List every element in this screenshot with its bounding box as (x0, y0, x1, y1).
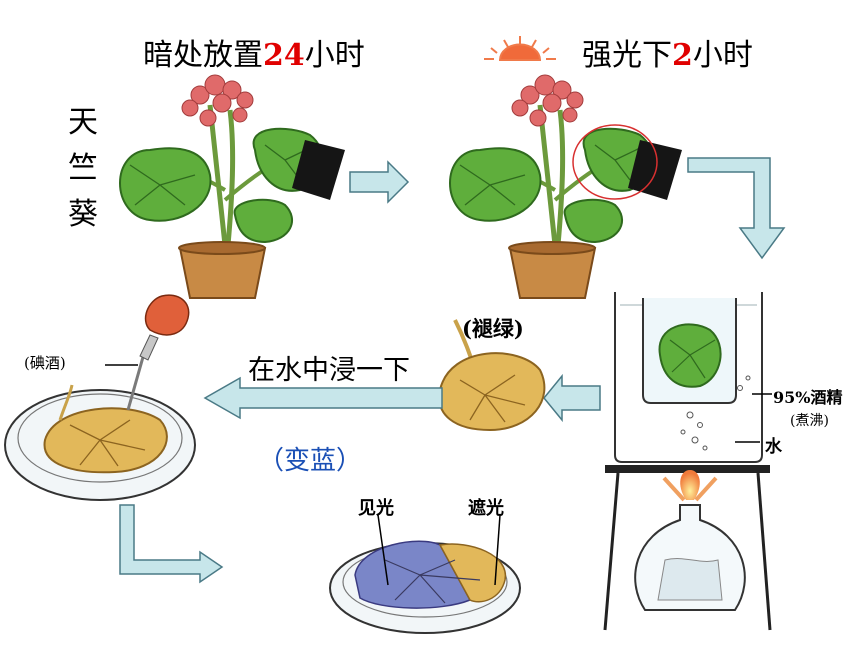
yellow-region (438, 543, 506, 603)
iodine-dish (4, 294, 196, 501)
flower-cluster-2 (511, 74, 584, 127)
boil-label: (煮沸) (790, 413, 829, 429)
plant-name-char-2: 竺 (68, 151, 98, 186)
result-dish (329, 514, 521, 634)
iodine-label: (碘酒) (24, 354, 66, 372)
turn-blue-label: （变蓝） (258, 446, 363, 476)
sun-icon (484, 36, 556, 61)
plant-dark-24h (119, 74, 345, 299)
plant-name-char-1: 天 (68, 105, 98, 140)
step1-hours: 24 (263, 38, 305, 73)
step1-label: 暗处放置24小时 (143, 30, 365, 74)
step1-unit: 小时 (304, 38, 365, 73)
black-cover (292, 140, 345, 200)
tripod-stand (605, 465, 770, 473)
highlight-circle (572, 124, 658, 200)
leaf-left (119, 147, 212, 222)
alcohol-label: 95%酒精 (773, 388, 843, 407)
arrow-boil-to-decolor (543, 373, 601, 423)
arrow-step1-to-step2 (349, 160, 410, 204)
plant-light-2h (449, 74, 682, 299)
plant-name-char-3: 葵 (68, 197, 98, 232)
arrow-step2-to-boil (687, 157, 786, 260)
leaf-bottom (233, 198, 294, 244)
flame (680, 470, 700, 500)
flower-cluster (181, 74, 254, 127)
step1-text: 暗处放置 (143, 38, 263, 73)
water-bath-apparatus (603, 292, 772, 631)
arrow-to-result (119, 504, 224, 584)
bubbles (680, 375, 751, 451)
plant-name-vertical: 天 竺 葵 (66, 100, 100, 238)
shade-label: 遮光 (468, 498, 504, 519)
step2-label: 强光下2小时 (582, 30, 753, 74)
outer-beaker (614, 292, 763, 463)
dropper (126, 349, 147, 411)
decolor-label: (褪绿) (462, 316, 524, 341)
step2-hours: 2 (672, 38, 693, 73)
soak-label: 在水中浸一下 (248, 355, 410, 386)
flower-pot (178, 247, 267, 299)
decolored-leaf (438, 319, 546, 432)
light-label: 见光 (358, 498, 394, 519)
step2-unit: 小时 (692, 38, 753, 73)
water-label: 水 (765, 437, 782, 457)
step2-text: 强光下 (582, 38, 672, 73)
arrow-to-iodine (203, 376, 443, 420)
